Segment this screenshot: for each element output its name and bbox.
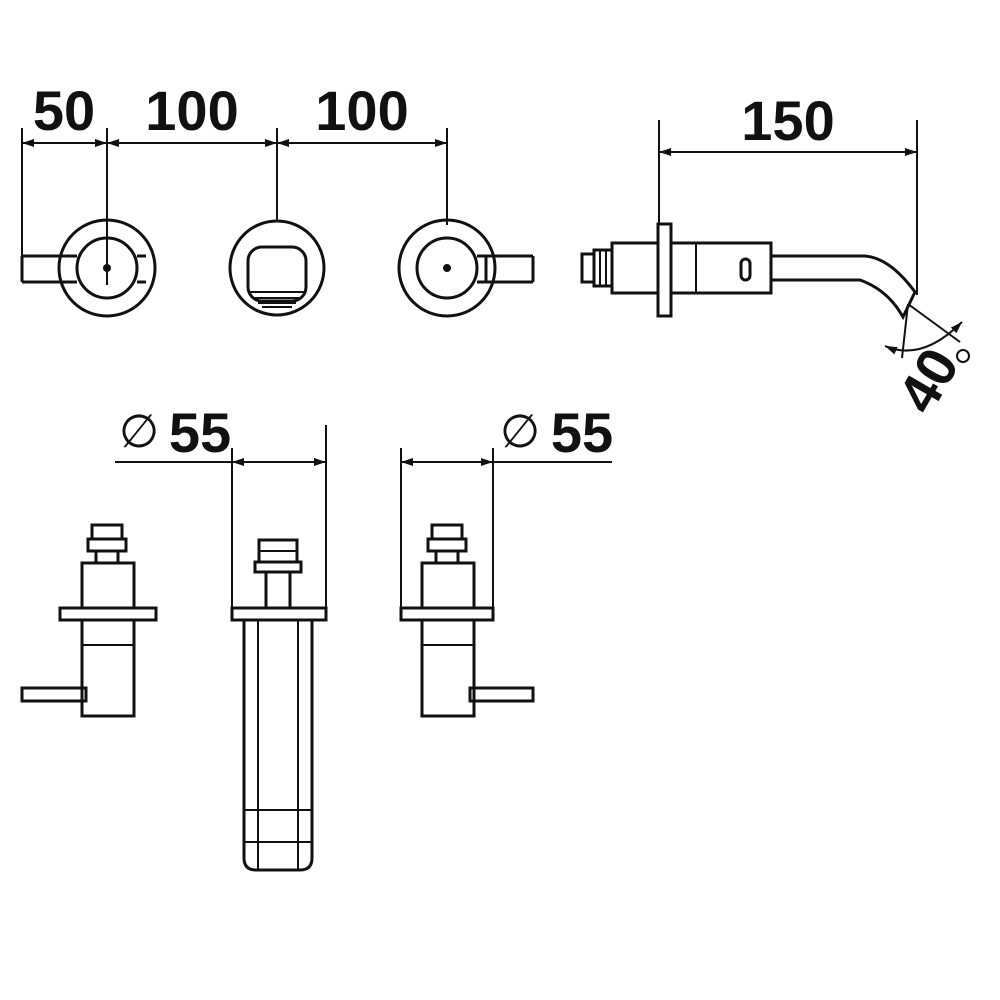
dimension-100-second: 100 xyxy=(315,79,408,142)
bottom-right-valve-side-view xyxy=(399,523,535,718)
top-right-handle-front-view xyxy=(397,218,535,318)
spout-angle-annotation xyxy=(884,303,963,359)
spout-side-view xyxy=(580,120,918,321)
top-dimension-lines xyxy=(21,128,448,285)
diameter-dimension-right xyxy=(400,448,612,610)
degree-symbol xyxy=(956,349,970,363)
bottom-left-valve-side-view xyxy=(20,523,158,718)
diameter-symbol-right: ∅ xyxy=(500,404,540,458)
dimension-diameter-55-right: 55 xyxy=(551,401,613,464)
dimension-150: 150 xyxy=(741,89,834,152)
dimension-diameter-55-left: 55 xyxy=(169,401,231,464)
bottom-center-spout-side-view xyxy=(230,538,328,872)
top-left-handle-front-view xyxy=(20,218,157,318)
diameter-symbol-left: ∅ xyxy=(119,404,159,458)
diameter-dimension-left xyxy=(115,425,327,610)
top-center-spout-front-view xyxy=(228,219,326,317)
dimension-100-first: 100 xyxy=(145,79,238,142)
dimension-50: 50 xyxy=(33,79,95,142)
